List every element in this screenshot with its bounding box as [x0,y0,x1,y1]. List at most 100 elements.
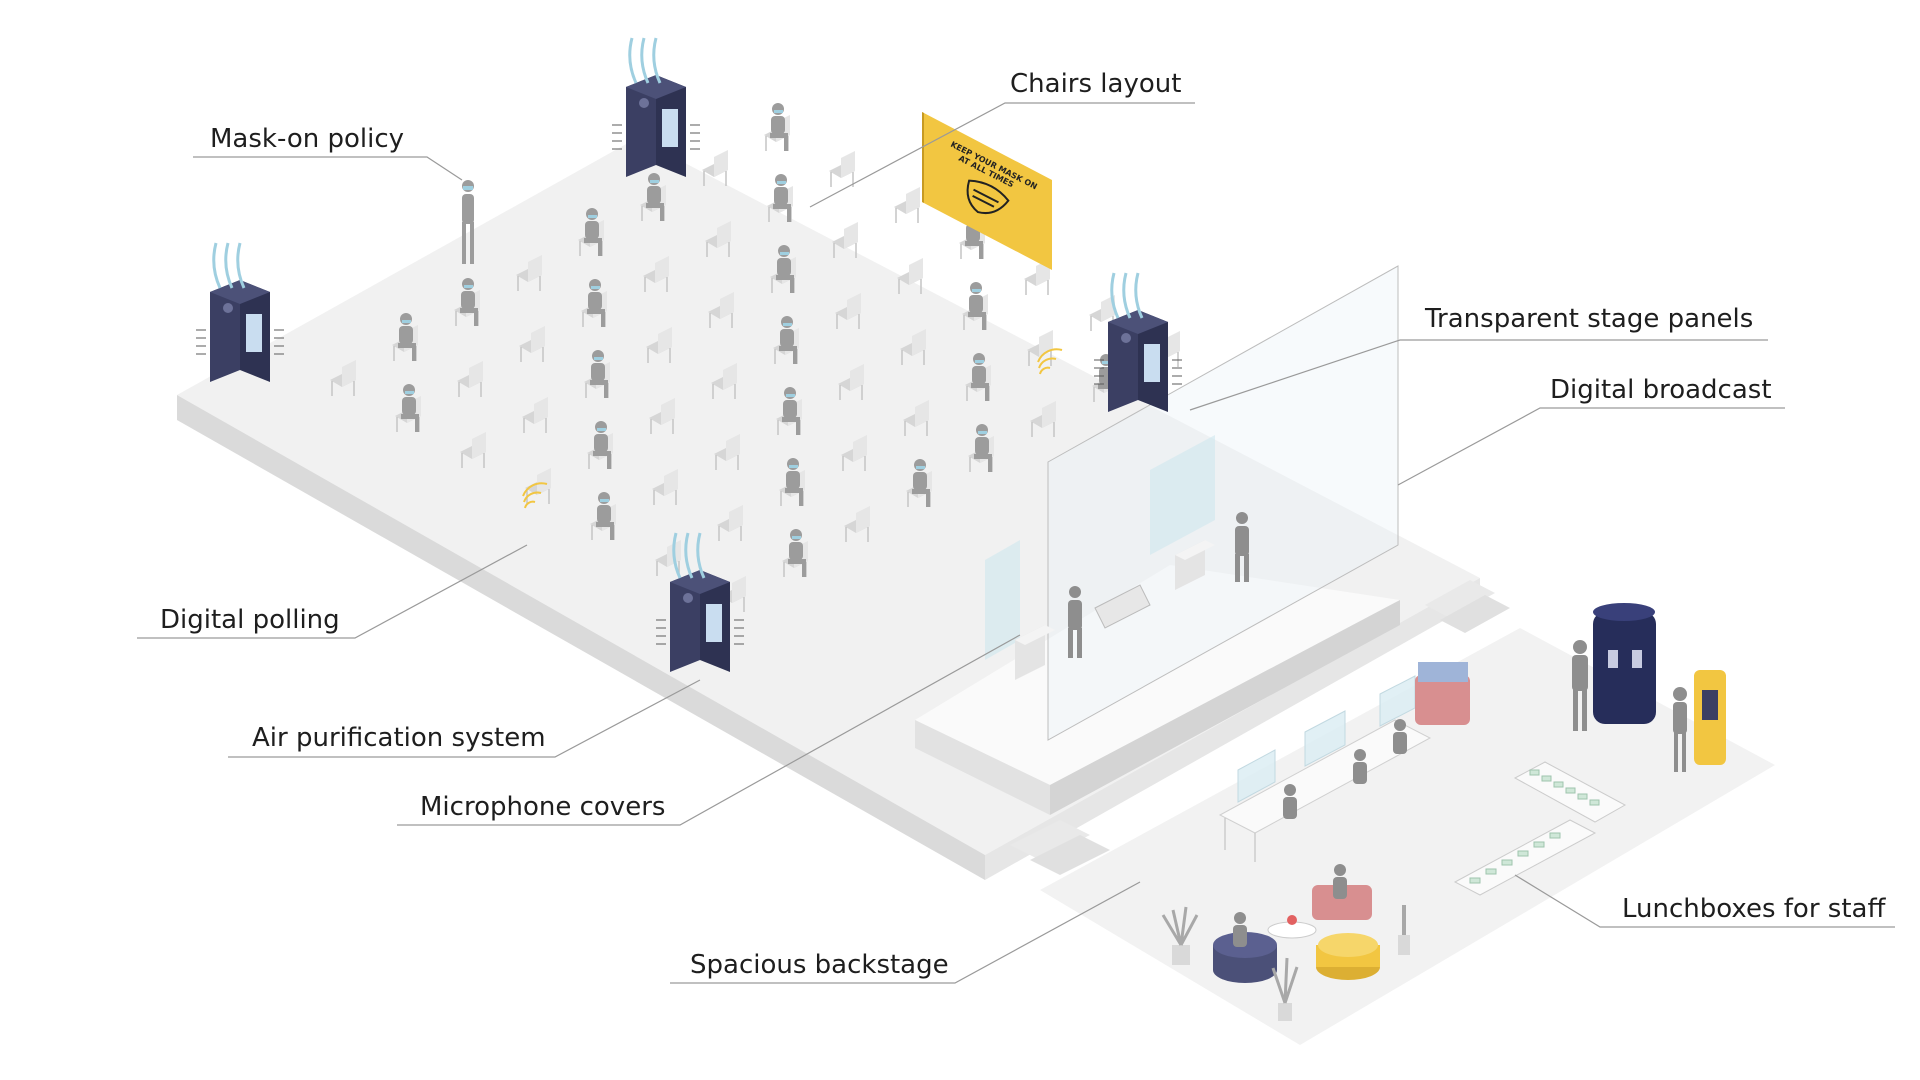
leader-lines [137,102,1895,984]
standing-person-masked [462,180,474,264]
yellow-kiosk [1694,670,1726,765]
person-icon [788,529,806,577]
chair-icon [649,398,675,434]
label-digital-broadcast: Digital broadcast [1550,375,1772,405]
plant-icon [1161,905,1410,1021]
chair-icon [894,187,920,223]
person-icon [776,245,794,293]
chair-icon [708,292,734,328]
lunchbox-icon [1541,775,1552,782]
lunchbox-icon [1589,799,1600,806]
person-icon [584,208,602,256]
lunchbox-icon [1469,877,1481,884]
lunchbox-icon [1529,769,1540,776]
staff-person-kiosk [1673,687,1687,772]
chair-icon [702,150,728,186]
label-lunchboxes-for-staff: Lunchboxes for staff [1622,894,1886,924]
label-spacious-backstage: Spacious backstage [690,950,949,980]
chair-icon [705,221,731,257]
chair-icon [522,397,548,433]
speaker-person-right [1235,512,1249,582]
chair-icon [838,364,864,400]
chair-icon [646,327,672,363]
stage-monitor [1094,584,1151,629]
person-icon [968,282,986,330]
label-transparent-stage-panels: Transparent stage panels [1424,304,1753,334]
chair-icon [832,222,858,258]
staff-person-dispenser [1572,640,1588,731]
label-air-purification-system: Air purification system [252,723,546,753]
person-icon [785,458,803,506]
person-icon [596,492,614,540]
chair-icon [844,506,870,542]
mask-sign-icon: KEEP YOUR MASK ON AT ALL TIMES [922,112,1052,270]
supply-station [1415,662,1470,725]
lunchbox-icon [1501,859,1513,866]
chair-icon [717,505,743,541]
person-icon [912,459,930,507]
sanitizer-dispenser [1593,603,1656,724]
person-icon [401,384,419,432]
chair-icon [525,468,551,504]
speaker-person-left [1068,586,1082,658]
lunchbox-icon [1549,832,1561,839]
person-icon [974,424,992,472]
person-icon [971,353,989,401]
air-purification-system [196,37,1182,672]
person-icon [587,279,605,327]
lunchbox-icon [1533,841,1545,848]
person-icon [593,421,611,469]
chair-icon [1030,401,1056,437]
chair-icon [1027,330,1053,366]
audience [398,103,1116,577]
chair-icon [900,329,926,365]
callout-labels: Mask-on policy Chairs layout Transparent… [160,69,1886,980]
chair-icon [829,151,855,187]
air-purifier-icon [612,37,700,177]
person-icon [770,103,788,151]
person-icon [460,278,478,326]
lunchbox-tables [1453,761,1627,896]
wifi-signal-icon [522,482,548,509]
chair-icon [330,360,356,396]
person-icon [779,316,797,364]
person-icon [773,174,791,222]
chair-icon [643,256,669,292]
lunchbox-icon [1577,793,1588,800]
person-icon [590,350,608,398]
stage-steps [1010,580,1510,875]
chair-icon [835,293,861,329]
air-purifier-icon [1094,272,1182,412]
lounge-area [1213,864,1380,983]
chair-icon [711,363,737,399]
person-icon [782,387,800,435]
chair-icon [841,435,867,471]
chair-icon [516,255,542,291]
air-purifier-icon [196,242,284,382]
chair-icon [714,434,740,470]
person-icon [398,313,416,361]
lunchbox-icon [1485,868,1497,875]
staff-desks [1218,675,1432,862]
stage-platform [915,565,1510,875]
person-icon [646,173,664,221]
label-chairs-layout: Chairs layout [1010,69,1181,99]
chair-icon [460,432,486,468]
lectern-left [1015,625,1055,680]
lectern-right [1175,540,1215,590]
label-microphone-covers: Microphone covers [420,792,665,822]
lunchbox-icon [1517,850,1529,857]
wifi-signal-icon-2 [1037,348,1063,375]
lunchbox-icon [1565,787,1576,794]
chair-icon [519,326,545,362]
label-mask-on-policy: Mask-on policy [210,124,404,154]
lunchbox-icon [1553,781,1564,788]
chair-icon [652,469,678,505]
chair-icon [903,400,929,436]
transparent-stage-panels [985,265,1399,741]
lunchbox-set [1469,769,1600,884]
chair-icon [897,258,923,294]
air-purifier-icon [656,532,744,672]
label-digital-polling: Digital polling [160,605,340,635]
